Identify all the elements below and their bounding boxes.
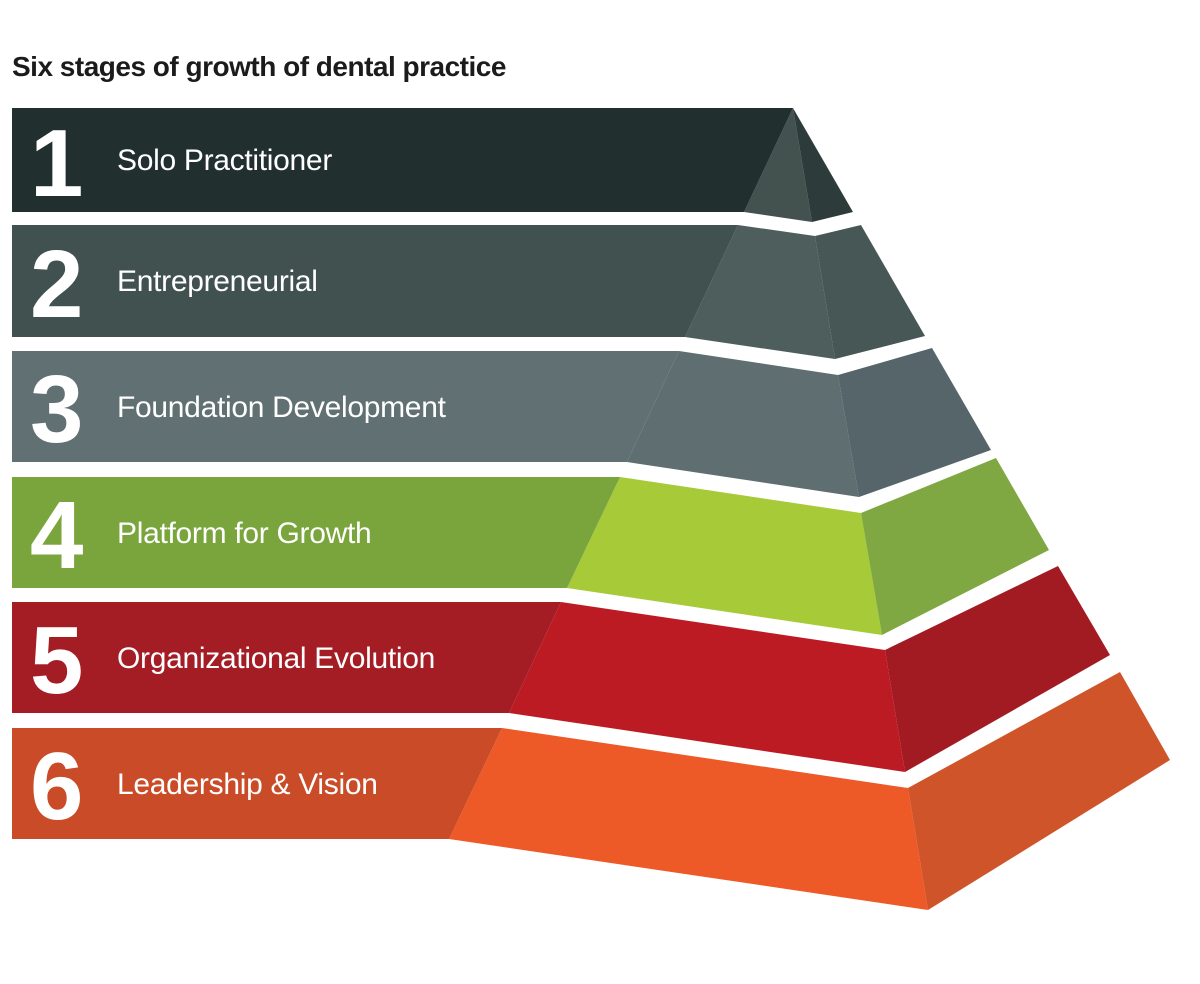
stage-4-front-face (567, 477, 882, 635)
stage-3: 3 Foundation Development (12, 348, 991, 497)
stage-5-number: 5 (30, 607, 83, 714)
stage-4: 4 Platform for Growth (12, 458, 1049, 635)
stage-6-number: 6 (30, 733, 83, 840)
stage-2-side-face (815, 225, 925, 359)
stage-5-label: Organizational Evolution (117, 642, 435, 675)
stage-3-number: 3 (30, 356, 83, 463)
stage-5-bar (12, 602, 561, 713)
stage-4-side-face (861, 458, 1049, 635)
stage-4-label: Platform for Growth (117, 517, 371, 550)
page-title: Six stages of growth of dental practice (12, 51, 506, 82)
stage-5: 5 Organizational Evolution (12, 566, 1110, 772)
stage-3-side-face (838, 348, 991, 497)
stage-1-side-face (793, 108, 853, 222)
stage-3-label: Foundation Development (117, 391, 447, 424)
stage-6-front-face (449, 728, 928, 910)
stage-6-label: Leadership & Vision (117, 768, 378, 801)
stage-1-number: 1 (30, 110, 83, 217)
stage-2: 2 Entrepreneurial (12, 225, 925, 359)
stage-2-bar (12, 225, 738, 337)
stage-1-bar (12, 108, 793, 212)
stage-3-front-face (627, 351, 859, 497)
stage-5-side-face (885, 566, 1110, 772)
stage-2-number: 2 (30, 231, 83, 338)
stage-3-bar (12, 351, 679, 462)
stage-1: 1 Solo Practitioner (12, 108, 853, 222)
stage-2-front-face (685, 225, 835, 359)
stage-2-label: Entrepreneurial (117, 265, 318, 298)
stage-1-label: Solo Practitioner (117, 144, 332, 177)
stage-1-front-face (744, 108, 812, 222)
stage-6-bar (12, 728, 502, 839)
stage-4-bar (12, 477, 620, 588)
stage-4-number: 4 (30, 482, 83, 589)
stage-6: 6 Leadership & Vision (12, 672, 1170, 910)
stage-5-front-face (509, 602, 905, 772)
stage-6-side-face (908, 672, 1170, 910)
